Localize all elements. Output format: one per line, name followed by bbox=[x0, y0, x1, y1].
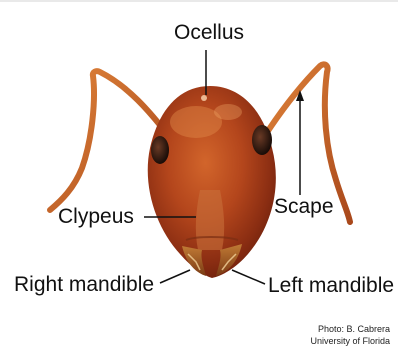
label-right-mandible: Right mandible bbox=[14, 274, 154, 295]
label-scape: Scape bbox=[274, 196, 334, 217]
label-clypeus: Clypeus bbox=[58, 206, 134, 227]
right-compound-eye bbox=[252, 125, 272, 155]
credit-line-1: Photo: B. Cabrera bbox=[310, 323, 390, 335]
left-compound-eye bbox=[151, 136, 169, 164]
label-left-mandible: Left mandible bbox=[268, 275, 394, 296]
right-mandible-pointer bbox=[160, 270, 190, 283]
ocellus-spot bbox=[201, 95, 207, 101]
label-ocellus: Ocellus bbox=[174, 22, 244, 43]
photo-credit: Photo: B. Cabrera University of Florida bbox=[310, 323, 390, 347]
credit-line-2: University of Florida bbox=[310, 335, 390, 347]
left-mandible-pointer bbox=[232, 270, 265, 284]
